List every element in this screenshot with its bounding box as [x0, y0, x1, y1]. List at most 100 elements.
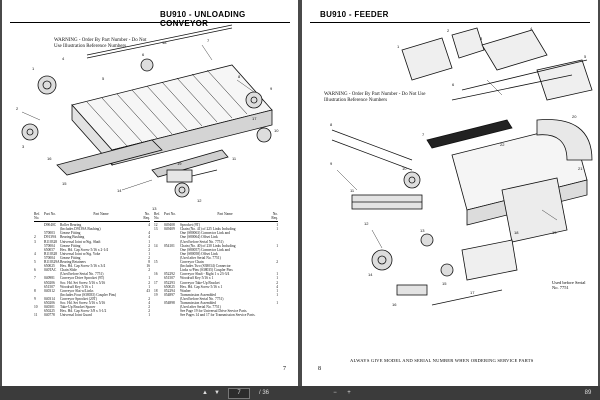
used-before-serial-note: Used before Serial No. 7751 [552, 280, 586, 290]
page-number: 7 [283, 366, 286, 372]
svg-text:5: 5 [584, 54, 587, 59]
quantity-required: 16 [146, 264, 150, 269]
part-name: Roller Bearing [60, 223, 82, 228]
part-number: 052292 [164, 272, 175, 277]
svg-text:6: 6 [142, 52, 145, 57]
part-name: Links w/Pins (S38035) Coupler Pins [180, 268, 233, 273]
parts-list-header: Ref. No. Part No. Part Name No. Req. [154, 212, 278, 223]
part-name: One (S80057) Connector Link and [180, 247, 230, 252]
part-number: D9139A [44, 235, 57, 240]
part-name: (Used before Serial No. 7751) [60, 272, 104, 277]
parts-table-row: (Used before Serial No. 7751) [34, 272, 150, 276]
svg-text:15: 15 [62, 181, 67, 186]
part-number: 040TAC [44, 268, 57, 273]
svg-text:9: 9 [270, 86, 273, 91]
part-number: 040301 [44, 305, 55, 310]
svg-text:7: 7 [207, 38, 210, 43]
part-number: 049409 [164, 227, 175, 232]
header-part-name: Part Name [217, 212, 233, 216]
svg-text:21: 21 [578, 166, 583, 171]
svg-text:8: 8 [330, 122, 333, 127]
ref-number: 15 [154, 260, 158, 265]
part-number: 651507 [164, 276, 175, 281]
zoom-level-label: 89 [584, 390, 592, 396]
parts-table-row: See Page 19 for Universal Drive Service … [154, 309, 278, 313]
part-number: B110329A [44, 260, 60, 265]
part-name: Conveyor Sprocket (20T) [60, 296, 97, 301]
part-name: Hex. Hd. Cap Screw 5/16 x 2-1/4 [60, 247, 109, 252]
svg-text:11: 11 [350, 188, 355, 193]
quantity-required: 1 [276, 276, 278, 281]
ref-number [154, 313, 164, 317]
zoom-in-icon[interactable]: + [347, 390, 351, 396]
page-title: BU910 - FEEDER [320, 10, 389, 19]
part-name: Conveyor Drive Sprocket (9T) [60, 276, 105, 281]
svg-text:7: 7 [422, 132, 425, 137]
svg-text:17: 17 [470, 290, 475, 295]
svg-text:9: 9 [330, 161, 333, 166]
page-header: BU910 - FEEDER [310, 10, 590, 23]
ref-number: 11 [34, 313, 38, 318]
svg-text:5: 5 [102, 76, 105, 81]
quantity-required [270, 313, 278, 317]
part-name: (Includes Four (S38035) Coupler Pins) [60, 292, 117, 297]
svg-text:1: 1 [397, 44, 400, 49]
quantity-required: 1 [276, 223, 278, 228]
quantity-required: 2 [148, 305, 150, 310]
previous-page-icon[interactable]: ▲ [202, 390, 208, 396]
quantity-required: 8 [148, 260, 150, 265]
parts-table-row: One (S80063) Connector Link and [154, 231, 278, 235]
quantity-required: 2 [148, 247, 150, 252]
ref-number: 2 [34, 235, 36, 240]
part-number: B110328 [44, 239, 58, 244]
part-number: 040312 [44, 288, 55, 293]
quantity-required: 1 [148, 251, 150, 256]
ref-number: 5 [34, 260, 36, 265]
part-name: Chain (No. 40) of 230 Links Including [180, 243, 236, 248]
part-number: 049408 [164, 223, 175, 228]
quantity-required: 1 [276, 272, 278, 277]
part-number: B110328 [44, 251, 58, 256]
svg-text:6: 6 [452, 82, 455, 87]
part-name: One (S80058) Offset Link [180, 251, 218, 256]
part-name: Hex. Hd. Cap Screw 5/16 x 3/4 [60, 264, 106, 269]
part-name: Conveyor Take-Up Bracket [180, 280, 220, 285]
part-number: 650025 [164, 284, 175, 289]
next-page-icon[interactable]: ▼ [214, 390, 220, 396]
parts-table-row: (Used before Serial No. 7751) [154, 297, 278, 301]
part-name: Bearing Bushing [60, 235, 85, 240]
warning-note: WARNING - Order By Part Number - Do Not … [54, 38, 147, 49]
parts-table-row: (Includes D9139A Bushing) [34, 227, 150, 231]
part-name: Universal Joint w/Sig. Shaft [60, 239, 101, 244]
current-page-input[interactable]: 7 [228, 388, 250, 399]
zoom-out-icon[interactable]: − [333, 390, 337, 396]
document-page-right: BU910 - FEEDER WARNING - Order By Part N… [302, 0, 598, 386]
svg-text:19: 19 [552, 230, 557, 235]
svg-text:2: 2 [447, 28, 450, 33]
ref-number: 10 [34, 305, 38, 310]
part-name: Bearing Retainers [60, 260, 86, 265]
page-number: 8 [318, 366, 321, 372]
quantity-required: 2 [148, 243, 150, 248]
header-part-no: Part No. [164, 212, 176, 216]
quantity-required: 4 [276, 284, 278, 289]
parts-table-row: (Used after Serial No. 7751) [154, 305, 278, 309]
quantity-required: 1 [276, 300, 278, 305]
warning-note: WARNING - Order By Part Number - Do Not … [324, 92, 426, 103]
quantity-required: 1 [148, 313, 150, 318]
part-name: One (S80064) Offset Link [180, 235, 218, 240]
svg-text:16: 16 [47, 156, 52, 161]
